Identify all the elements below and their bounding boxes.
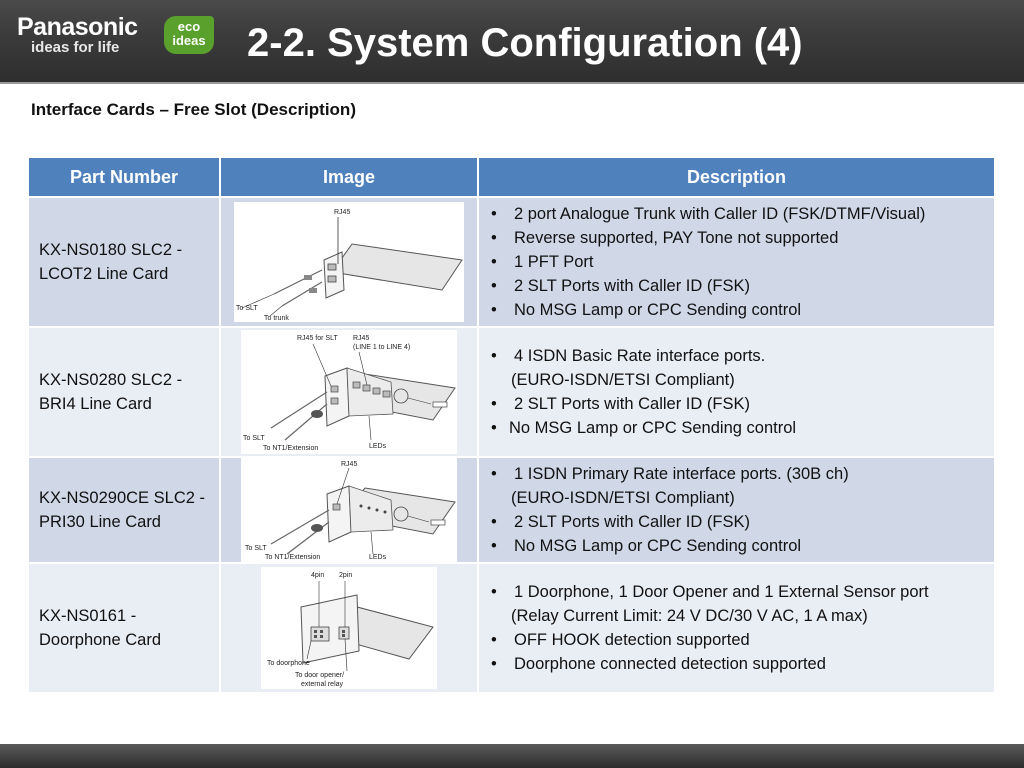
table-row: KX-NS0161 - Doorphone Card — [27, 562, 996, 694]
panasonic-logo: Panasonic ideas for life — [17, 14, 138, 56]
part-number-line1: KX-NS0290CE SLC2 - — [39, 489, 205, 507]
section-subtitle: Interface Cards – Free Slot (Description… — [31, 100, 356, 119]
image-label: To NT1/Extension — [265, 554, 320, 561]
description-item: 4 ISDN Basic Rate interface ports. — [489, 344, 988, 368]
image-cell: 4pin 2pin To doorphone To door opener/ e… — [219, 562, 479, 694]
part-number-line1: KX-NS0180 SLC2 - — [39, 241, 183, 259]
description-list: 1 ISDN Primary Rate interface ports. (30… — [489, 462, 988, 558]
description-item: 1 ISDN Primary Rate interface ports. (30… — [489, 462, 988, 486]
image-label: To SLT — [245, 545, 267, 552]
doorphone-card-image: 4pin 2pin To doorphone To door opener/ e… — [261, 567, 437, 689]
part-number-line2: BRI4 Line Card — [39, 395, 152, 413]
bri4-card-image: RJ45 for SLT RJ45 (LINE 1 to LINE 4) To … — [241, 330, 457, 454]
footer-bar — [0, 744, 1024, 768]
description-item: 2 SLT Ports with Caller ID (FSK) — [489, 392, 988, 416]
description-item: 1 Doorphone, 1 Door Opener and 1 Externa… — [489, 580, 988, 604]
image-label: 2pin — [339, 572, 352, 579]
image-label: To door opener/ — [295, 672, 344, 679]
image-cell: RJ45 To SLT To trunk — [219, 196, 479, 328]
lcot2-card-image: RJ45 To SLT To trunk — [234, 202, 464, 322]
description-item: 2 port Analogue Trunk with Caller ID (FS… — [489, 202, 988, 226]
image-label: LEDs — [369, 443, 387, 450]
image-label: RJ45 for SLT — [297, 335, 338, 342]
image-label: LEDs — [369, 554, 387, 561]
description-item: No MSG Lamp or CPC Sending control — [489, 534, 988, 558]
description-item: 2 SLT Ports with Caller ID (FSK) — [489, 510, 988, 534]
description-list: 2 port Analogue Trunk with Caller ID (FS… — [489, 202, 988, 322]
description-item: Doorphone connected detection supported — [489, 652, 988, 676]
description-item: No MSG Lamp or CPC Sending control — [489, 298, 988, 322]
description-item-continued: (Relay Current Limit: 24 V DC/30 V AC, 1… — [511, 607, 868, 625]
description-list: 4 ISDN Basic Rate interface ports. (EURO… — [489, 344, 988, 440]
image-label: RJ45 — [334, 209, 350, 216]
eco-badge-line1: eco — [177, 19, 201, 34]
table-row: KX-NS0290CE SLC2 - PRI30 Line Card — [27, 456, 996, 564]
header-bar: Panasonic ideas for life eco ideas 2-2. … — [0, 0, 1024, 84]
image-label: To SLT — [243, 435, 265, 442]
description-cell: 1 Doorphone, 1 Door Opener and 1 Externa… — [477, 562, 996, 694]
part-number-cell: KX-NS0290CE SLC2 - PRI30 Line Card — [27, 456, 221, 564]
description-list: 1 Doorphone, 1 Door Opener and 1 Externa… — [489, 580, 988, 676]
image-label: RJ45 — [341, 461, 357, 468]
image-cell: RJ45 for SLT RJ45 (LINE 1 to LINE 4) To … — [219, 326, 479, 458]
image-label: To SLT — [236, 305, 258, 312]
part-number-line1: KX-NS0161 - — [39, 607, 137, 625]
image-label: To NT1/Extension — [263, 445, 318, 452]
image-label: To trunk — [264, 315, 289, 322]
description-cell: 2 port Analogue Trunk with Caller ID (FS… — [477, 196, 996, 328]
description-cell: 1 ISDN Primary Rate interface ports. (30… — [477, 456, 996, 564]
part-number-line2: Doorphone Card — [39, 631, 161, 649]
column-header-image: Image — [219, 156, 479, 198]
image-label: 4pin — [311, 572, 324, 579]
table-row: KX-NS0180 SLC2 - LCOT2 Line Card — [27, 196, 996, 328]
image-label: (LINE 1 to LINE 4) — [353, 344, 410, 351]
brand-tagline: ideas for life — [31, 39, 120, 56]
image-label: RJ45 — [353, 335, 369, 342]
part-number-line2: PRI30 Line Card — [39, 513, 161, 531]
image-label: To doorphone — [267, 660, 310, 667]
image-label: external relay — [301, 681, 344, 688]
pri30-card-image: RJ45 To SLT To NT1/Extension LEDs — [241, 458, 457, 562]
eco-badge-line2: ideas — [172, 33, 206, 48]
table-header-row: Part Number Image Description — [27, 156, 996, 198]
image-cell: RJ45 To SLT To NT1/Extension LEDs — [219, 456, 479, 564]
description-item: Reverse supported, PAY Tone not supporte… — [489, 226, 988, 250]
brand-name: Panasonic — [17, 13, 138, 41]
part-number-cell: KX-NS0280 SLC2 - BRI4 Line Card — [27, 326, 221, 458]
description-item: No MSG Lamp or CPC Sending control — [489, 416, 988, 440]
description-item-continued: (EURO-ISDN/ETSI Compliant) — [511, 489, 735, 507]
part-number-line1: KX-NS0280 SLC2 - — [39, 371, 183, 389]
part-number-line2: LCOT2 Line Card — [39, 265, 169, 283]
description-cell: 4 ISDN Basic Rate interface ports. (EURO… — [477, 326, 996, 458]
part-number-cell: KX-NS0180 SLC2 - LCOT2 Line Card — [27, 196, 221, 328]
slide-title: 2-2. System Configuration (4) — [247, 21, 803, 65]
description-item: 2 SLT Ports with Caller ID (FSK) — [489, 274, 988, 298]
column-header-part-number: Part Number — [27, 156, 221, 198]
part-number-cell: KX-NS0161 - Doorphone Card — [27, 562, 221, 694]
description-item-continued: (EURO-ISDN/ETSI Compliant) — [511, 371, 735, 389]
column-header-description: Description — [477, 156, 996, 198]
description-item: 1 PFT Port — [489, 250, 988, 274]
table-row: KX-NS0280 SLC2 - BRI4 Line Card — [27, 326, 996, 458]
interface-cards-table: Part Number Image Description KX-NS0180 … — [27, 156, 996, 694]
description-item: OFF HOOK detection supported — [489, 628, 988, 652]
eco-ideas-badge: eco ideas — [164, 16, 214, 54]
